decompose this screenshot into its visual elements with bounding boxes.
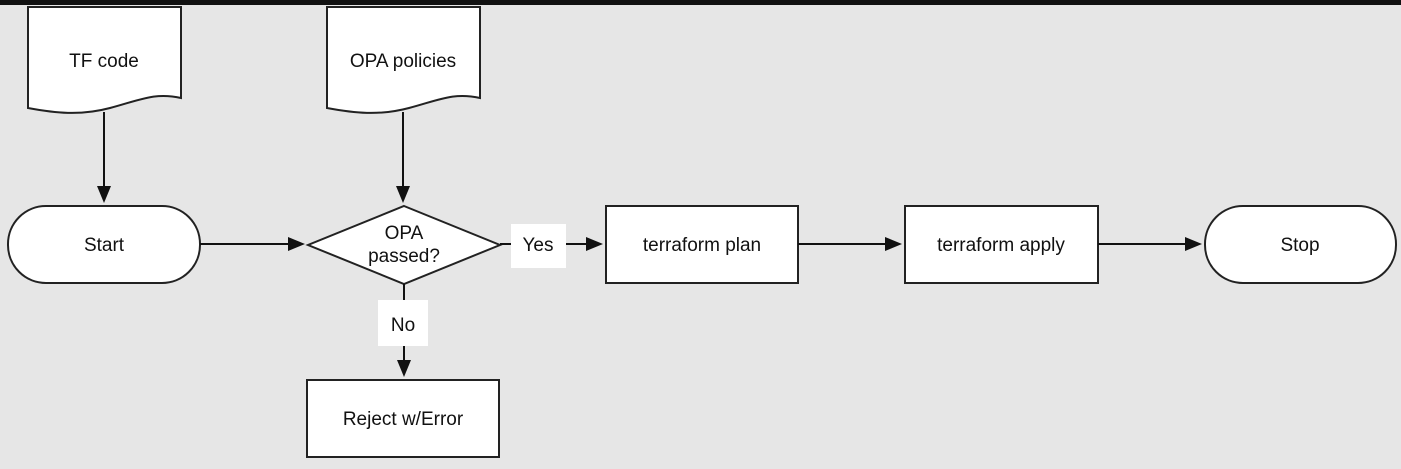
node-tf-code: TF code [27,6,182,114]
node-start: Start [7,205,201,284]
edge-label-yes: Yes [523,235,554,256]
arrowhead-icon [586,237,603,251]
start-label: Start [84,235,125,256]
arrowhead-icon [1185,237,1202,251]
edge-tf-code-to-start [97,112,111,203]
node-opa-passed: OPA passed? [305,204,503,286]
edge-label-yes-bg [511,224,566,268]
edge-decision-to-reject: No [378,284,428,377]
arrowhead-icon [288,237,305,251]
edge-start-to-decision [200,237,305,251]
edge-decision-to-plan: Yes [500,224,603,268]
terminal-shape-stop [1204,205,1397,284]
decision-shape-opa-passed [305,204,503,286]
edge-label-no-bg [378,300,428,346]
opa-passed-label-line2: passed? [368,246,440,267]
process-shape-reject [306,379,500,458]
arrowhead-icon [397,360,411,377]
process-shape-terraform-plan [605,205,799,284]
document-shape-tf-code [27,6,182,114]
edge-label-no: No [391,315,415,336]
terraform-apply-label: terraform apply [937,235,1065,256]
node-stop: Stop [1204,205,1397,284]
edge-apply-to-stop [1098,237,1202,251]
node-terraform-plan: terraform plan [605,205,799,284]
node-reject: Reject w/Error [306,379,500,458]
reject-label: Reject w/Error [343,409,464,430]
node-opa-policies: OPA policies [326,6,481,114]
arrowhead-icon [97,186,111,203]
opa-passed-label-line1: OPA [385,223,424,244]
edge-plan-to-apply [798,237,902,251]
node-terraform-apply: terraform apply [904,205,1099,284]
opa-policies-label: OPA policies [350,51,456,72]
terraform-plan-label: terraform plan [643,235,761,256]
document-shape-opa-policies [326,6,481,114]
tf-code-label: TF code [69,51,139,72]
arrowhead-icon [396,186,410,203]
top-bar [0,0,1401,5]
edge-opa-policies-to-decision [396,112,410,203]
arrowhead-icon [885,237,902,251]
stop-label: Stop [1280,235,1319,256]
